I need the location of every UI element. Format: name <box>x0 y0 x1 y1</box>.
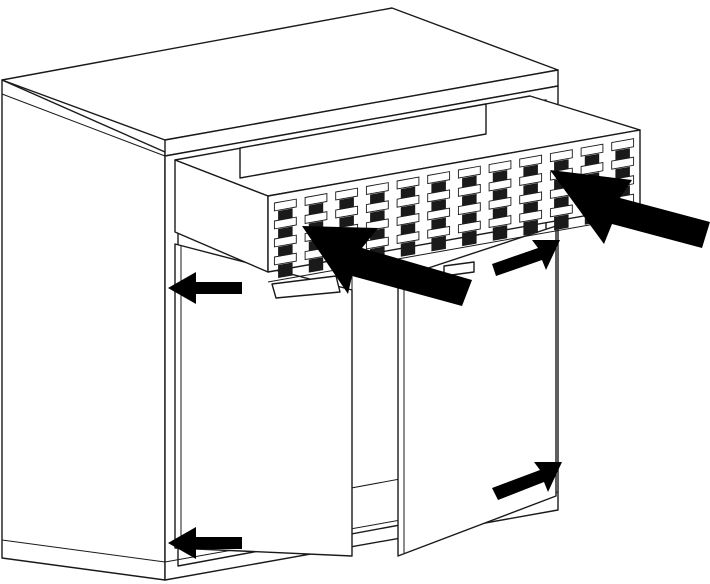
cabinet-top-side-edge <box>1 93 166 157</box>
arrow-drawer-top-right-large <box>550 170 710 248</box>
drawer-compartment <box>611 156 635 170</box>
arrow-right-door-top <box>492 240 560 276</box>
drawer-compartment <box>580 143 604 157</box>
drawer-shelf-inner <box>239 103 487 179</box>
drawer-compartment <box>457 183 481 197</box>
drawer-compartment <box>273 216 297 230</box>
drawer-compartment <box>519 191 543 205</box>
drawer-compartment <box>457 202 481 216</box>
drawer-compartment <box>273 198 297 212</box>
drawer-compartment <box>549 149 573 163</box>
drawer-compartment <box>611 138 635 152</box>
drawer-compartment <box>457 220 481 234</box>
drawer-compartment-label-slot <box>431 235 446 252</box>
drawer-compartment <box>396 212 420 226</box>
drawer-compartment <box>365 236 389 250</box>
drawer-compartment <box>396 176 420 190</box>
cabinet-side-panel <box>1 79 166 581</box>
drawer-compartment <box>519 172 543 187</box>
instruction-arrows <box>168 170 710 559</box>
drawer-compartment <box>427 207 451 221</box>
drawer-compartment <box>519 209 543 223</box>
drawer-bottom-edge <box>267 215 641 283</box>
drawer-compartment <box>427 225 451 239</box>
drawer-compartment-label-slot <box>523 219 538 236</box>
drawer-compartment-label-slot <box>308 257 324 273</box>
drawer-compartment <box>427 189 451 203</box>
drawer-compartment <box>396 194 420 208</box>
arrow-left-door-top <box>168 272 242 304</box>
drawer-compartment <box>335 187 359 201</box>
drawer-compartment <box>273 252 297 266</box>
drawer-compartment <box>488 215 512 229</box>
drawer-compartment <box>519 154 543 168</box>
drawer-compartment <box>549 204 573 218</box>
drawer-compartment <box>304 211 328 225</box>
drawer-compartment <box>273 234 297 248</box>
cabinet-base-line <box>1 539 166 563</box>
drawer-compartment <box>488 196 512 210</box>
drawer-compartment <box>580 162 604 176</box>
drawer-compartment <box>488 160 512 174</box>
arrow-left-door-bottom <box>168 527 242 559</box>
drawer-compartment <box>457 165 481 179</box>
drawer-compartment <box>365 182 389 196</box>
cabinet-doors <box>174 225 557 557</box>
drawer-compartment <box>396 231 420 245</box>
drawer-handle-left <box>271 275 341 299</box>
drawer-compartment-label-slot <box>492 225 508 241</box>
arrow-right-door-bottom <box>492 462 562 500</box>
left-door <box>174 243 353 557</box>
drawer-compartment <box>365 200 389 214</box>
drawer-compartment-label-slot <box>462 230 477 247</box>
drawer-compartment <box>488 178 512 192</box>
drawer-compartment-label-slot <box>400 241 416 257</box>
drawer-compartment-label-slot <box>554 214 569 231</box>
drawer-compartment <box>335 205 359 219</box>
drawer-compartment <box>304 193 328 206</box>
arrow-drawer-front-large <box>302 226 472 306</box>
right-door <box>397 225 557 557</box>
drawer-compartment <box>427 171 451 185</box>
drawer-compartment-label-slot <box>278 262 293 278</box>
